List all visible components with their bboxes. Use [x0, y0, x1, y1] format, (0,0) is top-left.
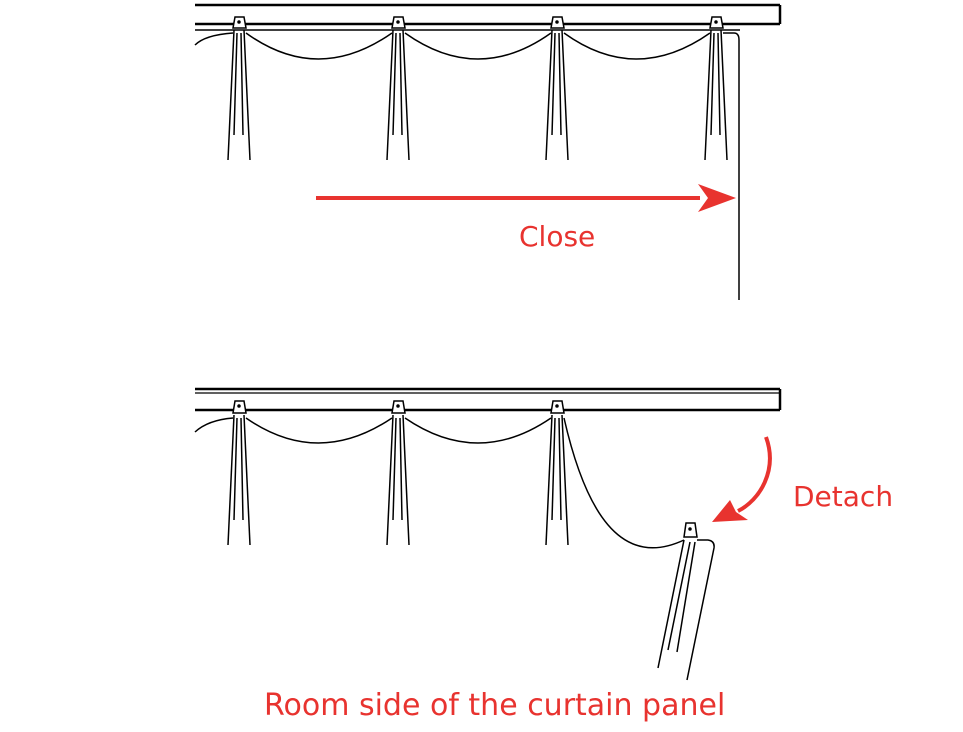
curtain-glide — [550, 400, 565, 414]
detached-glide — [683, 522, 698, 538]
curtain-fabric — [194, 417, 685, 549]
curtain-pleat — [545, 414, 569, 546]
curtain-pleat — [704, 29, 728, 161]
curtain-pleat — [545, 29, 569, 161]
curtain-pleat — [227, 414, 251, 546]
close-label: Close — [519, 220, 596, 253]
curtain-glide — [709, 16, 724, 29]
closed-curtain-illustration — [194, 3, 782, 300]
curtain-glide — [391, 400, 406, 414]
room-side-caption: Room side of the curtain panel — [264, 688, 726, 723]
detach-arrow — [712, 436, 772, 522]
curtain-glide — [391, 16, 406, 29]
detached-pleat — [657, 539, 715, 681]
curtain-pleat — [386, 29, 410, 161]
close-arrow — [316, 184, 736, 212]
detached-curtain-illustration — [194, 387, 782, 681]
curtain-rail — [195, 387, 782, 412]
curtain-rail — [195, 3, 782, 31]
curtain-glide — [550, 16, 565, 29]
curtain-pleat — [386, 414, 410, 546]
curtain-glide — [232, 16, 247, 29]
detach-label: Detach — [793, 480, 894, 513]
curtain-fabric — [194, 32, 740, 300]
curtain-glide — [232, 400, 247, 414]
curtain-pleat — [227, 29, 251, 161]
